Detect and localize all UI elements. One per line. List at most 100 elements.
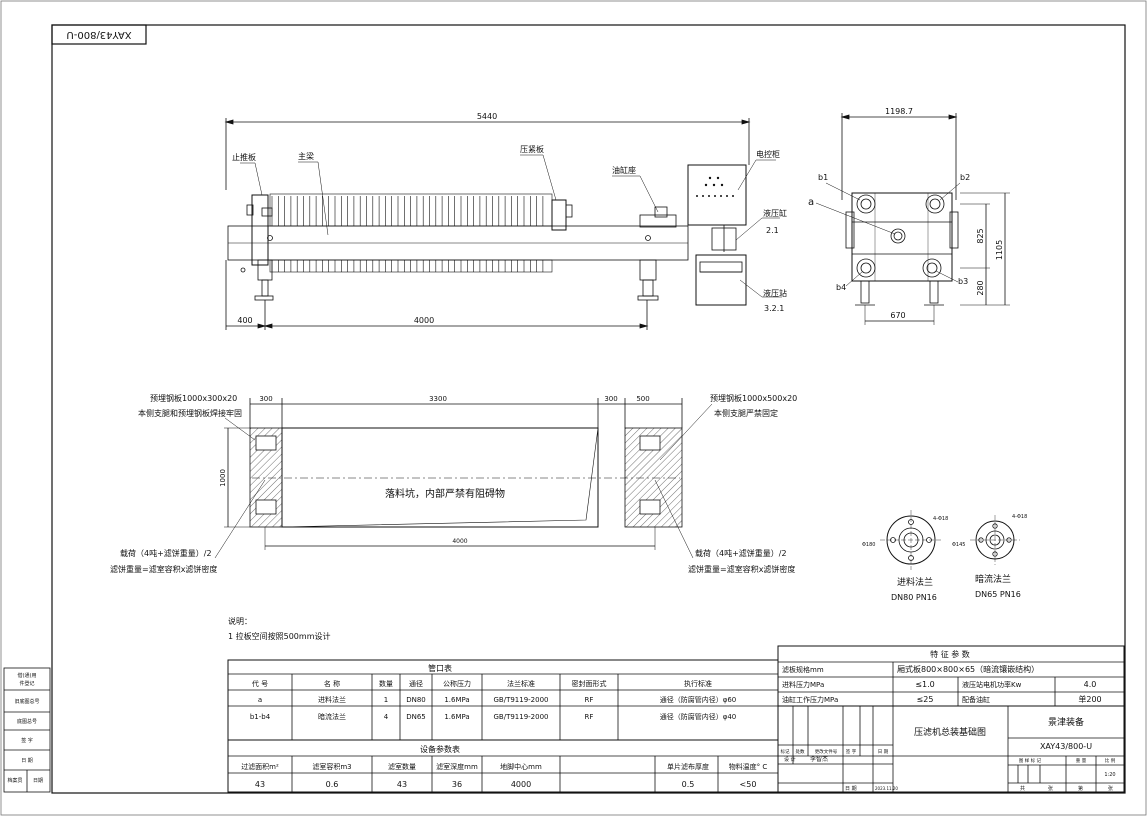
label-main-beam: 主梁 <box>298 151 314 161</box>
sheet-total: 共 <box>1020 785 1025 792</box>
stage-header: 重 量 <box>1076 757 1087 764</box>
dim-left-offset: 400 <box>237 316 252 325</box>
port-header: 公称压力 <box>443 679 471 688</box>
port-cell: GB/T9119-2000 <box>493 696 548 704</box>
port-cell: a <box>258 696 262 704</box>
flange-out-dia: Φ145 <box>952 542 965 548</box>
port-cell: 暗流法兰 <box>318 712 346 721</box>
margin-label-4: 底图总号 <box>17 718 37 725</box>
dim-pit-width: 1000 <box>219 469 227 487</box>
rev-header: 更改文件号 <box>815 748 838 755</box>
port-cell: 通径（防腐管内径）φ60 <box>660 695 737 704</box>
flange-in-name: 进料法兰 <box>897 576 933 588</box>
margin-label-8: 日期 <box>33 778 43 784</box>
port-table-title: 管口表 <box>428 663 452 673</box>
flange-in-dia: Φ180 <box>862 542 875 548</box>
equip-cell: 36 <box>452 780 462 789</box>
margin-label-7: 档案员 <box>7 777 22 784</box>
stop-plate <box>251 194 269 266</box>
label-pit-note: 落料坑，内部严禁有阻碍物 <box>385 487 505 500</box>
port-header: 法兰标准 <box>507 679 535 688</box>
feature-key-2: 配备油缸 <box>962 695 990 704</box>
drawing-code: XAY43/800-U <box>1040 742 1092 751</box>
date-value: 2023.11.20 <box>875 786 898 791</box>
label-embed-left-1: 预埋钢板1000x300x20 <box>150 393 237 403</box>
equip-cell: <50 <box>740 780 757 789</box>
equip-cell: 4000 <box>511 780 531 789</box>
drawing-frame <box>51 24 1126 794</box>
margin-label-6: 日 期 <box>21 758 33 764</box>
label-stop-plate: 止推板 <box>232 152 256 162</box>
port-header: 密封面形式 <box>572 679 607 688</box>
flange-out-holes: 4-Φ18 <box>1012 514 1027 520</box>
sheet-label: 张 <box>1048 785 1053 792</box>
label-port-b4: b4 <box>836 283 846 292</box>
label-port-b2: b2 <box>960 173 970 182</box>
equip-header: 滤室深度mm <box>436 762 478 771</box>
port-header: 通径 <box>409 679 423 688</box>
press-plate <box>551 199 567 231</box>
flange-in-holes: 4-Φ18 <box>933 516 948 522</box>
side-view: 1198.7 1105 825 280 670 <box>808 107 1010 325</box>
label-embed-left-2: 本侧支腿和预埋钢板焊接牢固 <box>138 408 242 418</box>
port-header: 数量 <box>379 679 393 688</box>
notes-line1: 1 拉板空间按照500mm设计 <box>228 631 331 641</box>
filter-plate-pack <box>269 193 553 273</box>
label-load-left-2: 滤饼重量=滤室容积x滤饼密度 <box>110 564 217 574</box>
label-cylinder-seat: 油缸座 <box>612 165 636 175</box>
flange-in-spec: DN80 PN16 <box>891 593 937 602</box>
flange-outlet: Φ145 4-Φ18 暗流法兰 DN65 PN16 <box>952 514 1027 599</box>
equip-header: 过滤面积m² <box>241 762 279 771</box>
label-pump-station: 液压站 <box>763 288 787 298</box>
label-load-right-2: 滤饼重量=滤室容积x滤饼密度 <box>688 564 795 574</box>
drawing-code-box: XAY43/800-U <box>51 24 147 45</box>
port-cell: 1 <box>384 696 388 704</box>
feature-value-2: 4.0 <box>1084 680 1097 689</box>
pump-station <box>695 254 747 306</box>
port-header: 执行标准 <box>684 679 712 688</box>
label-embed-right-1: 预埋钢板1000x500x20 <box>710 393 797 403</box>
dim-height-1105: 1105 <box>995 240 1004 260</box>
feature-value: ≤1.0 <box>915 680 934 689</box>
port-cell: 进料法兰 <box>318 695 346 704</box>
equip-header: 地脚中心mm <box>500 762 542 771</box>
dim-foot-width: 670 <box>890 311 905 320</box>
port-cell: 4 <box>384 713 389 721</box>
margin-label-3: 旧底图总号 <box>14 698 39 705</box>
port-cell: 1.6MPa <box>444 696 469 704</box>
label-load-left-1: 载荷（4吨+滤饼重量）/2 <box>120 548 212 558</box>
rev-header: 日 期 <box>878 749 889 755</box>
margin-label-2: 件登记 <box>19 680 34 687</box>
rev-header: 签 字 <box>846 748 857 755</box>
feature-table-title: 特 征 参 数 <box>930 649 970 659</box>
label-port-b1: b1 <box>818 173 828 182</box>
rev-header: 标记 <box>781 748 790 755</box>
dim-side-width: 1198.7 <box>885 107 913 116</box>
foundation-plan: 300 3300 300 500 1000 落料坑，内部严禁有阻碍物 4000 <box>110 393 797 574</box>
label-embed-right-2: 本侧支腿严禁固定 <box>714 408 778 418</box>
drawing-name: 压滤机总装基础图 <box>914 726 986 738</box>
front-view: 5440 <box>224 112 787 330</box>
port-cell: 通径（防腐管内径）φ40 <box>660 712 737 721</box>
sheet-no-unit: 张 <box>1108 785 1113 792</box>
flange-out-spec: DN65 PN16 <box>975 590 1021 599</box>
dim-pit-right-pad-a: 300 <box>604 395 617 403</box>
port-cell: b1-b4 <box>250 713 271 721</box>
rev-header: 处数 <box>796 748 805 755</box>
dim-height-280: 280 <box>976 280 985 295</box>
label-load-right-1: 载荷（4吨+滤饼重量）/2 <box>695 548 787 558</box>
side-plate <box>851 192 953 282</box>
feature-key-2: 液压站电机功率Kw <box>962 680 1022 689</box>
label-cylinder-no: 2.1 <box>766 226 779 235</box>
date-label: 日 期 <box>845 786 857 792</box>
flange-inlet: Φ180 4-Φ18 进料法兰 DN80 PN16 <box>862 510 948 602</box>
equip-cell: 0.6 <box>326 780 339 789</box>
feature-key: 滤板规格mm <box>782 665 824 674</box>
label-cylinder: 液压缸 <box>763 208 787 218</box>
port-cell: DN80 <box>406 696 426 704</box>
dim-height-825: 825 <box>976 228 985 243</box>
